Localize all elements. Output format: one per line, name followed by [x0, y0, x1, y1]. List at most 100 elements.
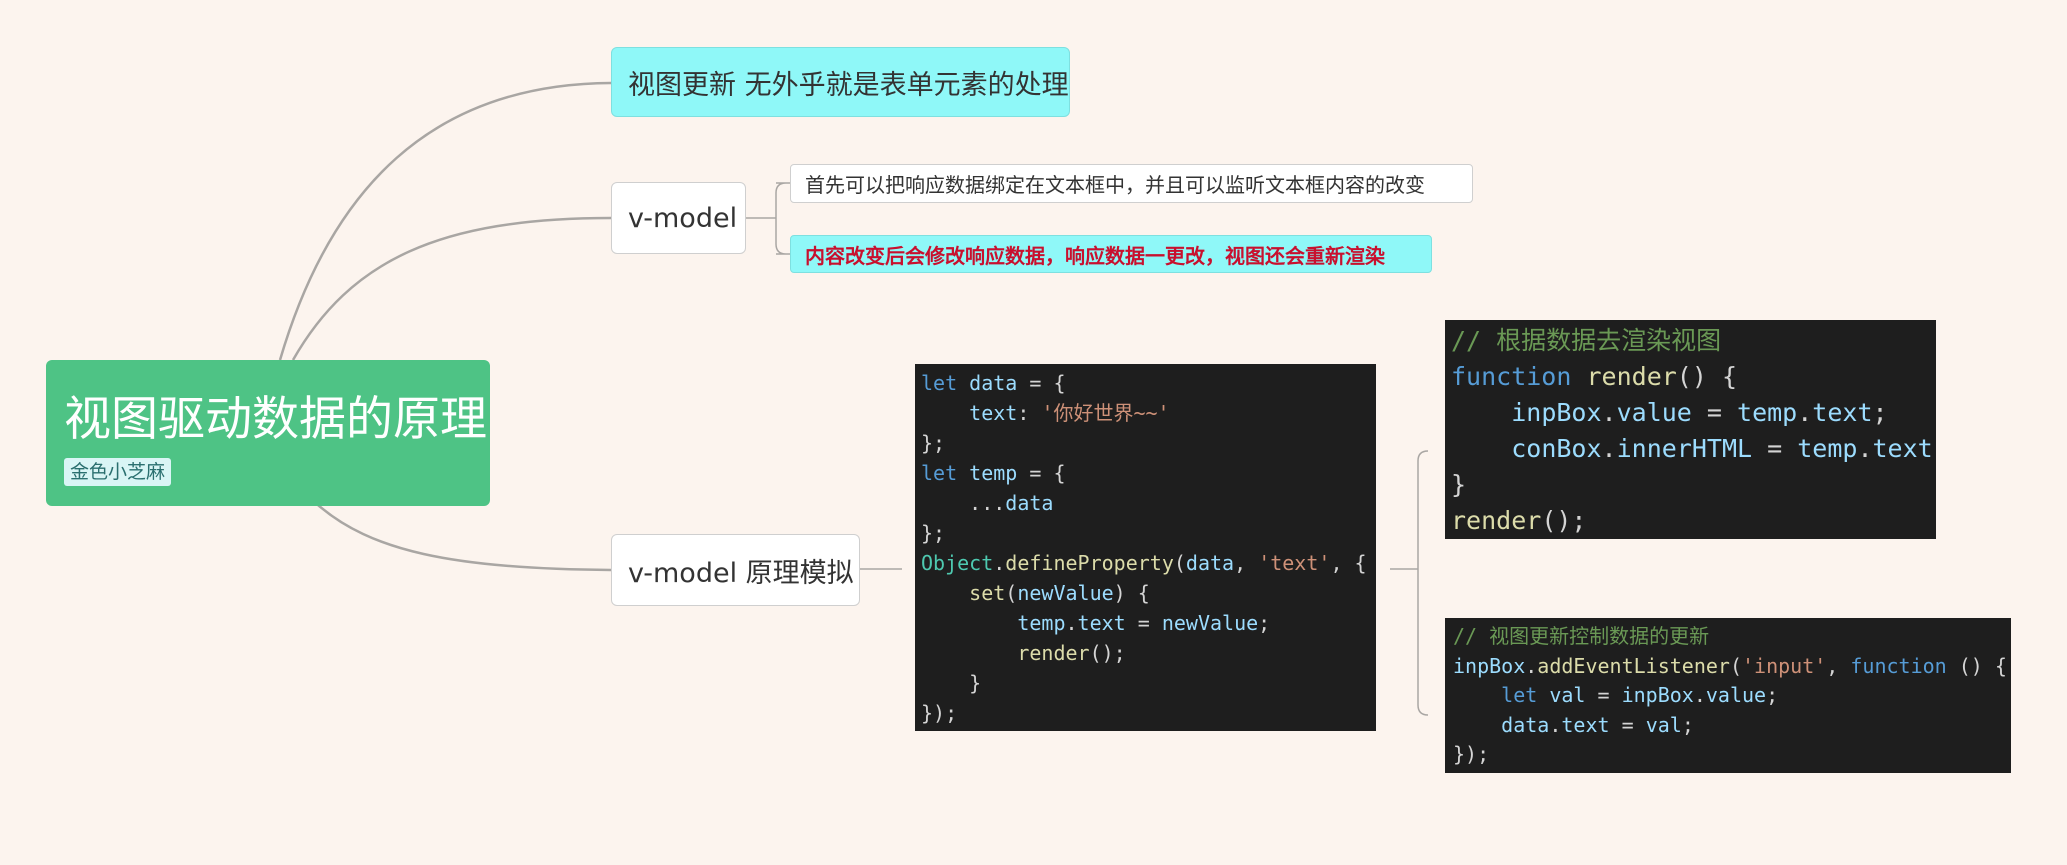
code-token: text [1561, 712, 1610, 737]
code-line: } [921, 668, 1370, 698]
code-token: data [1501, 712, 1550, 737]
note-binding[interactable]: 首先可以把响应数据绑定在文本框中，并且可以监听文本框内容的改变 [790, 164, 1473, 203]
code-token [921, 641, 1017, 665]
code-token [921, 581, 969, 605]
code-token [1453, 713, 1501, 737]
note-rerender[interactable]: 内容改变后会修改响应数据，响应数据一更改，视图还会重新渲染 [790, 235, 1432, 273]
code-line: let temp = { [921, 458, 1370, 488]
code-token: } [921, 671, 982, 695]
code-token: render [1451, 506, 1542, 535]
code-token: data [1005, 491, 1054, 515]
code-token: }); [1453, 742, 1490, 766]
code-token: ; [1872, 398, 1888, 427]
code-token: ; [1681, 712, 1694, 737]
code-line: text: '你好世界~~' [921, 398, 1370, 428]
code-line: inpBox.addEventListener('input', functio… [1453, 652, 2007, 682]
connector-root-view-update [278, 81, 612, 361]
code-token: let [921, 461, 958, 485]
code-token: }); [921, 701, 958, 725]
topic-vmodel-sim[interactable]: v-model 原理模拟 [611, 534, 860, 606]
code-token: temp [1017, 611, 1066, 635]
code-token: ; [1258, 611, 1271, 635]
code-token: . [1797, 398, 1813, 427]
code-token: = [1125, 611, 1162, 635]
code-token: text [1872, 434, 1933, 463]
topic-view-update[interactable]: 视图更新 无外乎就是表单元素的处理 [611, 47, 1070, 117]
root-title: 视图驱动数据的原理 [64, 392, 487, 447]
code-token: function [1451, 362, 1572, 391]
code-token: let [921, 371, 958, 395]
code-token: temp [1797, 434, 1858, 463]
code-line: Object.defineProperty(data, 'text', { [921, 548, 1370, 578]
code-token: . [1693, 683, 1706, 707]
code-token: temp [1737, 398, 1798, 427]
code-line: let data = { [921, 368, 1370, 398]
code-token: defineProperty [1005, 551, 1174, 575]
code-token: data [969, 371, 1018, 395]
code-line: let val = inpBox.value; [1453, 681, 2003, 711]
code-line: }; [921, 428, 1370, 458]
code-token: (); [1541, 506, 1587, 535]
code-token: ( [1005, 581, 1018, 605]
code-token: ( [1173, 551, 1186, 575]
code-token: () { [1946, 653, 2007, 678]
code-token: . [1549, 712, 1562, 737]
root-topic[interactable]: 视图驱动数据的原理 金色小芝麻 [46, 360, 490, 506]
code-token: . [1857, 434, 1873, 463]
code-line: set(newValue) { [921, 578, 1370, 608]
code-token: let [1501, 683, 1538, 707]
code-token: value [1705, 683, 1767, 707]
code-token: temp [969, 461, 1018, 485]
code-line: // 根据数据去渲染视图 [1451, 323, 1930, 359]
code-line: ...data [921, 488, 1370, 518]
code-token: . [1601, 434, 1617, 463]
code-token: , { [1330, 551, 1367, 575]
code-token: = { [1017, 371, 1066, 395]
connector-root-vmodel [291, 216, 612, 361]
code-token: ; [1933, 434, 1936, 463]
code-token: set [969, 581, 1006, 605]
code-token: = [1691, 398, 1738, 427]
code-token [1537, 683, 1549, 707]
code-token: text [1812, 398, 1873, 427]
code-token: conBox [1511, 434, 1602, 463]
code-token [1451, 434, 1511, 463]
topic-vmodel-label: v-model [628, 202, 738, 234]
code-token: 'input' [1742, 653, 1827, 678]
topic-vmodel-sim-label: v-model 原理模拟 [628, 557, 854, 589]
connector-code-split [1390, 450, 1429, 716]
code-line: render(); [921, 638, 1370, 668]
code-token [1451, 398, 1511, 427]
code-token: function [1850, 653, 1947, 678]
code-token [957, 371, 969, 395]
code-token: }; [921, 521, 946, 545]
code-line: function render() { [1451, 359, 1930, 395]
code-token: ) { [1113, 581, 1150, 605]
code-token: Object [921, 551, 994, 575]
code-token: inpBox [1511, 398, 1602, 427]
code-line: }); [921, 698, 1370, 728]
code-token: '你好世界~~' [1041, 401, 1170, 425]
code-token [1453, 683, 1501, 707]
code-line: inpBox.value = temp.text; [1451, 395, 1930, 431]
topic-vmodel[interactable]: v-model [611, 182, 746, 254]
code-token: 'text' [1258, 551, 1331, 575]
code-define-property: let data = { text: '你好世界~~'}; let temp = … [915, 364, 1376, 731]
code-token: = { [1017, 461, 1066, 485]
code-token: text [1077, 611, 1126, 635]
code-token: inpBox [1621, 683, 1694, 707]
code-token: = [1609, 712, 1646, 737]
code-token: = [1585, 683, 1622, 707]
topic-view-update-label: 视图更新 无外乎就是表单元素的处理 [628, 69, 1069, 101]
code-token: }; [921, 431, 946, 455]
connector-root-vmodel-sim [317, 504, 612, 572]
code-token: newValue [1161, 611, 1259, 635]
code-token [957, 461, 969, 485]
code-token: inpBox [1453, 653, 1526, 678]
code-line: render(); [1451, 503, 1930, 539]
note-binding-text: 首先可以把响应数据绑定在文本框中，并且可以监听文本框内容的改变 [805, 173, 1425, 197]
code-token [921, 401, 969, 425]
code-token: , [1826, 653, 1851, 678]
